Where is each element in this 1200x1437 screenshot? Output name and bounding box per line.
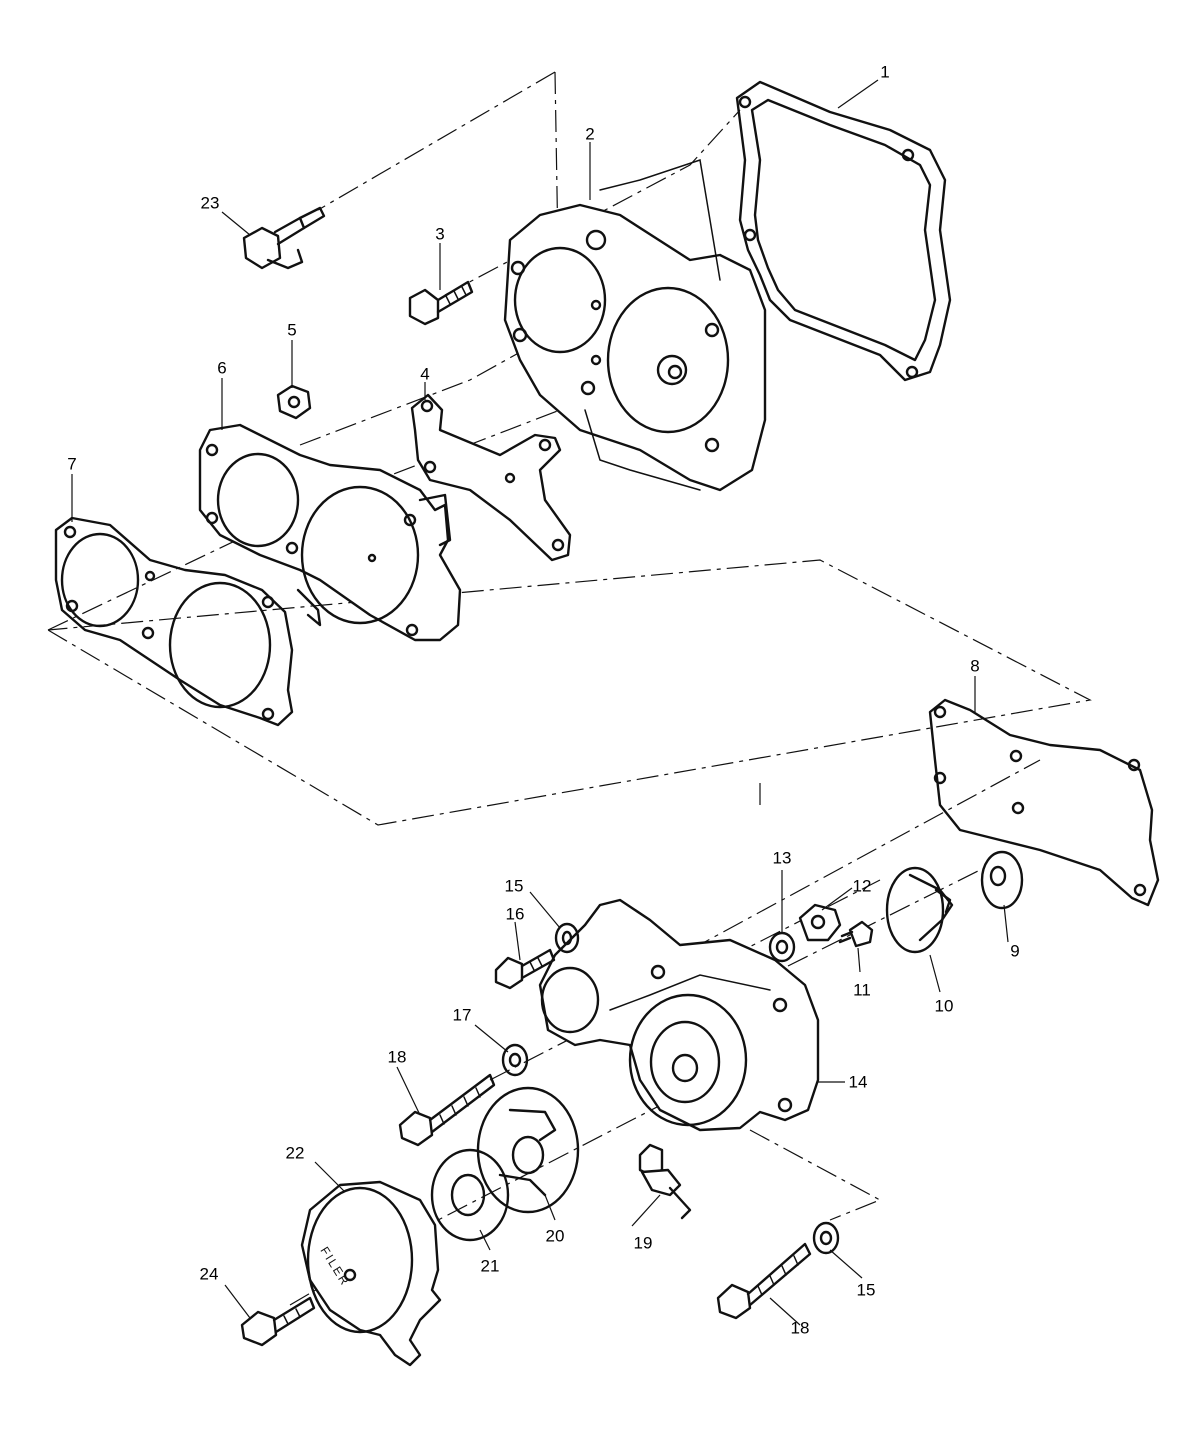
part-16-screw	[494, 948, 556, 990]
callout-24: 24	[199, 1264, 219, 1284]
part-8-gasket	[928, 698, 1160, 907]
callout-16: 16	[505, 904, 525, 924]
callout-3: 3	[435, 224, 445, 244]
callout-14: 14	[848, 1072, 868, 1092]
callout-18-upper: 18	[387, 1047, 407, 1067]
part-23-elbow-fitting	[242, 206, 326, 270]
callout-15-upper: 15	[504, 876, 524, 896]
part-24-screw	[240, 1296, 316, 1347]
callout-1: 1	[880, 62, 890, 82]
leader-lines	[71, 79, 1009, 1326]
part-2-pump-body	[503, 159, 767, 492]
callout-21: 21	[480, 1256, 500, 1276]
callout-10: 10	[934, 996, 954, 1016]
callout-17: 17	[452, 1005, 472, 1025]
callout-23: 23	[200, 193, 220, 213]
callout-19: 19	[633, 1233, 653, 1253]
part-13-washer	[768, 931, 796, 963]
part-20-impeller-plate	[476, 1086, 580, 1214]
part-7-gasket	[54, 516, 294, 727]
part-6-cover-plate	[198, 423, 462, 642]
callout-20: 20	[545, 1226, 565, 1246]
callout-15-lower: 15	[856, 1280, 876, 1300]
callout-13: 13	[772, 848, 792, 868]
part-10-valve	[885, 866, 954, 954]
part-15-lock-washer-upper	[554, 922, 580, 954]
callout-6: 6	[217, 358, 227, 378]
part-11-screw	[838, 920, 874, 948]
part-1-gasket	[735, 80, 952, 382]
part-9-washer	[980, 850, 1024, 910]
part-18-long-screw-upper	[398, 1073, 496, 1147]
part-17-lock-washer	[501, 1043, 529, 1077]
part-5-nut	[276, 384, 312, 420]
callout-8: 8	[970, 656, 980, 676]
part-12-fitting	[798, 903, 842, 942]
part-15-lock-washer-lower	[812, 1221, 840, 1255]
part-21-washer	[430, 1148, 510, 1242]
callout-2: 2	[585, 124, 595, 144]
callout-9: 9	[1010, 941, 1020, 961]
callout-4: 4	[420, 364, 430, 384]
part-18-long-screw-lower	[716, 1242, 812, 1320]
part-14-pump-housing	[538, 898, 820, 1132]
callout-11: 11	[853, 980, 871, 1000]
part-3-bolt	[408, 280, 474, 326]
part-22-filter-cover: FILER	[300, 1180, 442, 1367]
callout-12: 12	[852, 876, 872, 896]
callout-22: 22	[285, 1143, 305, 1163]
callout-5: 5	[287, 320, 297, 340]
part-4-bracket	[410, 393, 572, 562]
callout-18-lower: 18	[790, 1318, 810, 1338]
callout-7: 7	[67, 454, 77, 474]
part-19-fitting	[638, 1143, 692, 1220]
